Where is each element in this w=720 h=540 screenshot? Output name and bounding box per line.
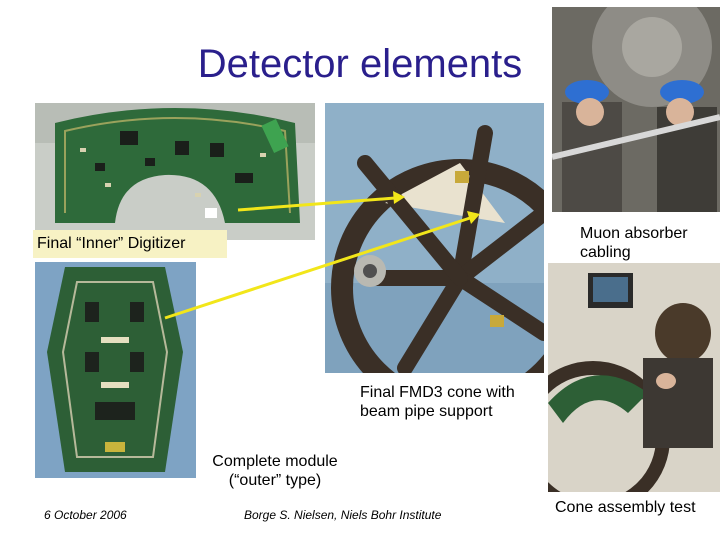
muon-absorber-label: Muon absorber cabling (580, 224, 688, 262)
muon-absorber-label-line2: cabling (580, 244, 631, 261)
fmd3-cone-photo (325, 103, 544, 373)
fmd3-cone-label-line2: beam pipe support (360, 403, 493, 420)
inner-digitizer-photo (35, 103, 315, 240)
fmd3-cone-label: Final FMD3 cone with beam pipe support (360, 383, 515, 421)
muon-absorber-photo (552, 7, 720, 212)
muon-absorber-label-line1: Muon absorber (580, 225, 688, 242)
slide-title: Detector elements (197, 42, 523, 86)
complete-module-label-line2: (“outer” type) (228, 472, 322, 489)
cone-assembly-label: Cone assembly test (555, 499, 696, 516)
footer-date: 6 October 2006 (44, 508, 127, 522)
inner-digitizer-label-box (33, 230, 227, 258)
inner-digitizer-label: Final “Inner” Digitizer (37, 235, 186, 252)
cone-assembly-photo (548, 263, 720, 492)
complete-module-label: Complete module (“outer” type) (205, 452, 345, 490)
footer-author: Borge S. Nielsen, Niels Bohr Institute (244, 508, 442, 522)
fmd3-cone-label-line1: Final FMD3 cone with (360, 384, 515, 401)
complete-module-photo (35, 262, 196, 478)
complete-module-label-line1: Complete module (212, 453, 338, 470)
